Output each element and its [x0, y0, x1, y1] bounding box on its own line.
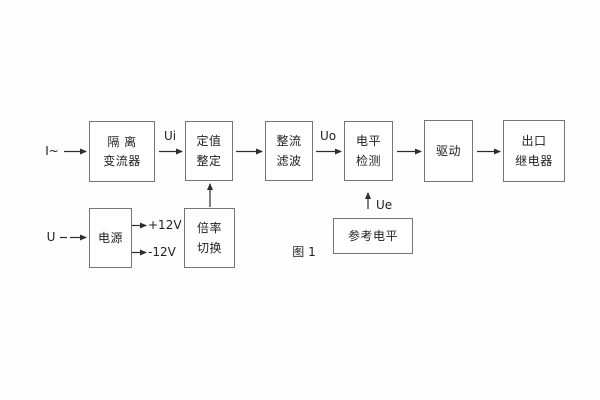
block-level-line2: 检测	[355, 153, 381, 168]
block-ratio-switching: 倍率 切换	[184, 208, 235, 268]
block-rectifier-line2: 滤波	[276, 153, 302, 168]
block-ratio-line2: 切换	[196, 240, 222, 255]
block-drive-line1: 驱动	[435, 144, 461, 158]
block-output-relay-line2: 继电器	[515, 154, 553, 168]
block-reference-line1: 参考电平	[347, 229, 398, 243]
block-level-detection: 电平 检测	[344, 121, 393, 181]
block-setting-line2: 整定	[196, 153, 222, 168]
signal-uo-label: Uo	[319, 129, 337, 143]
block-power-line1: 电源	[97, 231, 123, 245]
block-setting-adjustment: 定值 整定	[185, 121, 233, 181]
signal-plus12v-label: +12V	[148, 218, 182, 232]
signal-minus12v-label: -12V	[148, 245, 176, 259]
block-ratio-line1: 倍率	[196, 221, 222, 236]
block-isolation-line1: 隔 离	[107, 134, 137, 149]
block-level-line1: 电平	[355, 134, 381, 149]
figure-caption: 图 1	[292, 245, 316, 259]
signal-ue-label: Ue	[376, 198, 393, 212]
block-drive: 驱动	[424, 120, 473, 182]
input-current-label: I~	[45, 144, 59, 158]
block-power-supply: 电源	[89, 208, 132, 268]
signal-ui-label: Ui	[163, 129, 177, 143]
block-isolation-line2: 变流器	[103, 154, 141, 169]
block-output-relay-line1: 出口	[521, 134, 547, 148]
block-setting-line1: 定值	[196, 134, 222, 149]
input-voltage-label: U	[46, 230, 56, 244]
block-output-relay: 出口 继电器	[503, 120, 565, 182]
block-reference-level: 参考电平	[333, 218, 413, 254]
block-rectifier-line1: 整流	[276, 134, 302, 149]
block-rectifier-filter: 整流 滤波	[265, 121, 313, 181]
block-isolation-transformer: 隔 离 变流器	[89, 121, 155, 182]
